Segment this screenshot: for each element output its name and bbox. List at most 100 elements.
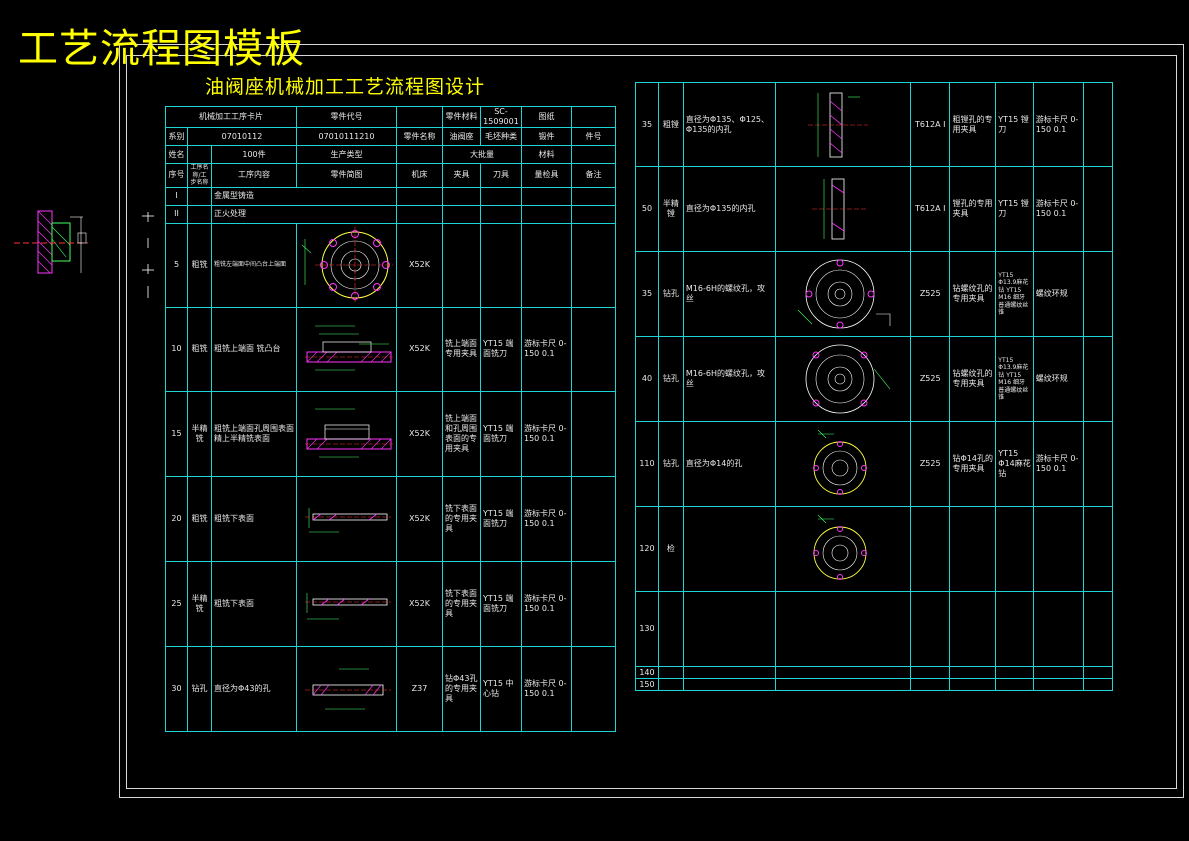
cell: 件号 <box>571 127 616 146</box>
cell: 图纸 <box>521 106 572 128</box>
machine: X52K <box>396 560 443 647</box>
page-title: 工艺流程图模板 <box>18 26 305 72</box>
gauge: 螺纹环规 <box>1032 336 1084 422</box>
process-name: 粗铣 <box>187 306 212 392</box>
header-cell: 工序名称/工步名称 <box>187 163 212 188</box>
process-content: 直径为Φ135的内孔 <box>682 166 776 252</box>
right-process-table: 35 粗镗 直径为Φ135、Φ125、Φ135的内孔 T612A I 粗镗孔的专… <box>635 82 1114 691</box>
machine: X52K <box>396 390 443 477</box>
process-no: 50 <box>635 166 659 252</box>
header-cell: 备注 <box>571 163 616 188</box>
cell: 系别 <box>165 127 188 146</box>
gauge: 游标卡尺 0-150 0.1 <box>521 560 572 647</box>
process-no: 25 <box>165 560 188 647</box>
table-row: 35 钻孔 M16-6H的螺纹孔，攻丝 Z525 钻螺纹孔的专用夹具 YT15 … <box>635 251 1114 337</box>
cell: SC-1509001 <box>480 106 522 128</box>
fixture: 铣下表面的专用夹具 <box>442 475 481 562</box>
table-row: 130 <box>635 591 1114 667</box>
process-content: M16-6H的螺纹孔，攻丝 <box>682 251 776 337</box>
cell: 毛坯种类 <box>480 127 522 146</box>
inner-frame <box>126 55 1177 789</box>
process-content: 粗铣下表面 <box>211 560 297 647</box>
flange-section-sketch <box>305 668 391 709</box>
title-row-3: 姓名 100件 生产类型 大批量 材料 <box>165 145 616 164</box>
flange-section-sketch <box>305 325 393 371</box>
table-row: 25 半精铣 粗铣下表面 X52K 铣下表面的专用夹具 YT15 端面铣刀 游标… <box>165 560 616 647</box>
header-cell: 序号 <box>165 163 188 188</box>
outer-frame <box>119 44 1184 798</box>
part-sketch-cell <box>296 475 397 562</box>
header-cell: 零件简图 <box>296 163 397 188</box>
process-no: 10 <box>165 306 188 392</box>
table-row: 150 <box>635 678 1114 691</box>
process-name: 钻孔 <box>187 645 212 732</box>
table-row: 5 粗铣 粗铣左端面中间凸台上端面 X5 <box>165 222 616 308</box>
process-no: 130 <box>635 591 659 667</box>
process-no: 20 <box>165 475 188 562</box>
flange-section-sketch <box>305 408 393 457</box>
tool: YT15 镗刀 <box>995 166 1034 252</box>
table-row: 10 粗铣 粗铣上端面 铣凸台 X52K 铣上端面专用夹具 YT15 端面铣刀 … <box>165 306 616 392</box>
title-row-2: 系别 07010112 07010111210 零件名称 油阀座 毛坯种类 锻件… <box>165 127 616 146</box>
fixture: 钻Φ43孔的专用夹具 <box>442 645 481 732</box>
process-content: 金属型铸造 <box>211 186 397 206</box>
process-no: 120 <box>635 506 659 592</box>
table-row: II 正火处理 <box>165 204 616 224</box>
table-row: 30 钻孔 直径为Φ43的孔 Z37 钻Φ43孔的专用夹具 YT15 中心钻 游… <box>165 645 616 732</box>
gauge: 游标卡尺 0-150 0.1 <box>521 475 572 562</box>
table-row: I 金属型铸造 <box>165 186 616 206</box>
machine: X52K <box>396 475 443 562</box>
process-no: 5 <box>165 222 188 308</box>
process-content: M16-6H的螺纹孔，攻丝 <box>682 336 776 422</box>
left-process-table: 机械加工工序卡片 零件代号 零件材料 SC-1509001 图纸 系别 0701… <box>165 106 616 732</box>
cell: 生产类型 <box>296 145 397 164</box>
fixture: 铣上端面专用夹具 <box>442 306 481 392</box>
machine: Z37 <box>396 645 443 732</box>
table-row: 140 <box>635 666 1114 679</box>
flange-top-view-sketch <box>301 227 393 303</box>
process-content: 直径为Φ135、Φ125、Φ135的内孔 <box>682 82 776 167</box>
tool: YT15 中心钻 <box>480 645 522 732</box>
title-row-1: 机械加工工序卡片 零件代号 零件材料 SC-1509001 图纸 <box>165 106 616 128</box>
part-sketch-cell <box>774 251 911 337</box>
process-no: II <box>165 204 188 224</box>
process-no: I <box>165 186 188 206</box>
machine: T612A I <box>909 166 951 252</box>
part-sketch-cell <box>296 390 397 477</box>
gauge: 游标卡尺 0-150 0.1 <box>521 306 572 392</box>
table-row: 15 半精铣 粗铣上端面孔周围表面 精上半精铣表面 X52K 铣上端面和孔周围表… <box>165 390 616 477</box>
part-sketch-cell <box>296 560 397 647</box>
machine: Z525 <box>909 421 951 507</box>
cell: 100件 <box>211 145 297 164</box>
cell: 油阀座 <box>442 127 481 146</box>
cell: 07010112 <box>187 127 297 146</box>
tool: YT15 端面铣刀 <box>480 306 522 392</box>
machine: T612A I <box>909 82 951 167</box>
machine: Z525 <box>909 336 951 422</box>
cell: 材料 <box>521 145 572 164</box>
process-name: 粗铣 <box>187 475 212 562</box>
table-row: 110 钻孔 直径为Φ14的孔 Z525 钻Φ14孔的专用夹具 YT15 Φ14… <box>635 421 1114 507</box>
gauge <box>521 222 572 308</box>
part-section-sketch <box>14 210 88 274</box>
bore-section-sketch <box>811 178 868 240</box>
tool: YT15 Φ13.9麻花钻 YT15 M16 细牙普通螺纹丝锥 <box>995 336 1034 422</box>
fixture: 钻Φ14孔的专用夹具 <box>949 421 997 507</box>
fixture: 粗镗孔的专用夹具 <box>949 82 997 167</box>
part-sketch-cell <box>774 166 911 252</box>
fixture <box>442 222 481 308</box>
cell: 零件材料 <box>442 106 481 128</box>
process-no: 40 <box>635 336 659 422</box>
flange-top-view-sketch <box>812 429 867 495</box>
flange-top-view-sketch <box>805 344 890 414</box>
tool: YT15 端面铣刀 <box>480 560 522 647</box>
tool: YT15 Φ13.9麻花钻 YT15 M16 细牙普通螺纹丝锥 <box>995 251 1034 337</box>
flange-section-sketch <box>305 507 391 532</box>
cell: 机械加工工序卡片 <box>165 106 297 128</box>
gauge: 螺纹环规 <box>1032 251 1084 337</box>
tool: YT15 端面铣刀 <box>480 390 522 477</box>
process-content: 粗铣下表面 <box>211 475 297 562</box>
flange-top-view-sketch <box>797 259 890 329</box>
part-sketch-cell <box>774 336 911 422</box>
part-sketch-cell <box>774 421 911 507</box>
